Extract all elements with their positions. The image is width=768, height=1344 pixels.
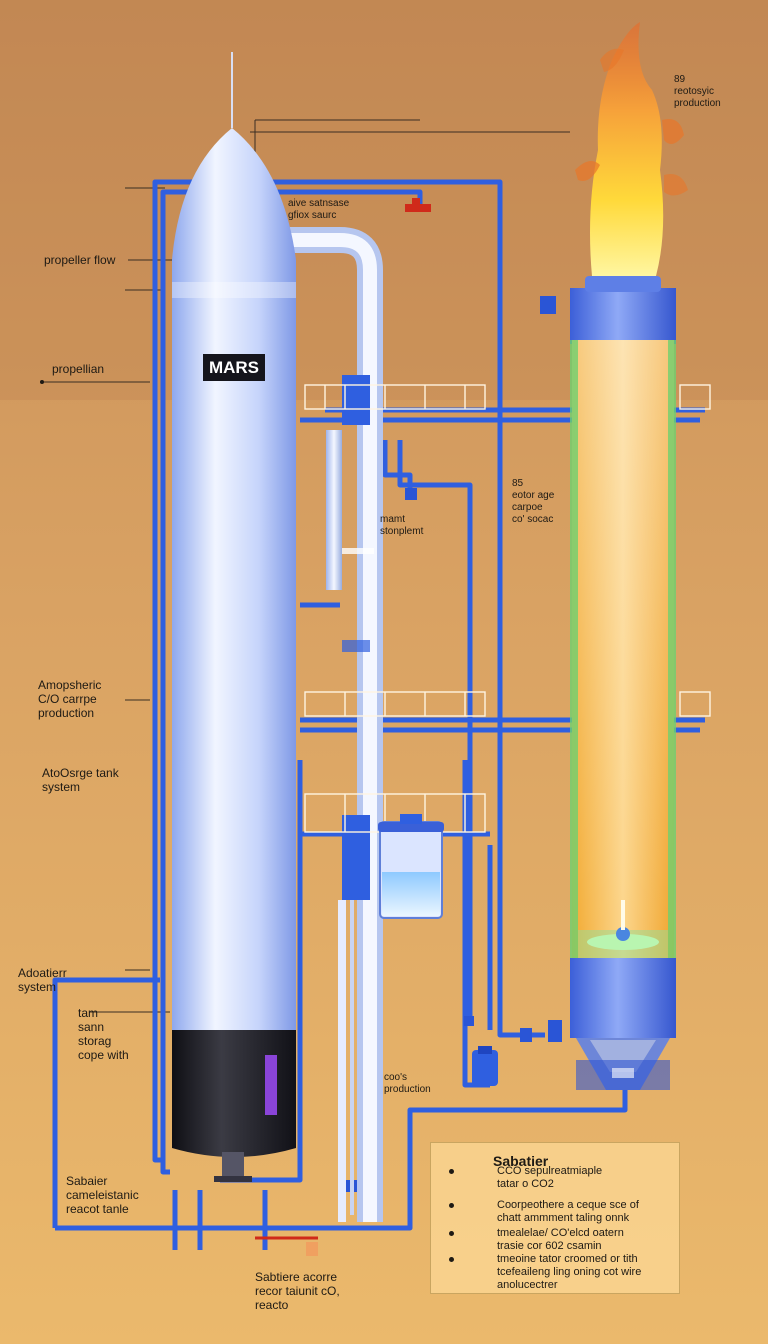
label-atmospheric: Amopsheric C/O carrpe production: [38, 678, 102, 720]
label-co-production: coo's production: [384, 1072, 431, 1095]
label-storage-small: tam sann storag cope with: [78, 1006, 129, 1062]
rocket-tank: [172, 52, 296, 1182]
pump: [472, 1046, 498, 1086]
u-pipe: [290, 227, 383, 1222]
label-right-mid: 85 eotor age carpoe co' socac: [512, 478, 555, 525]
condenser-tank: [378, 814, 444, 919]
tank-badge: MARS: [203, 354, 265, 381]
sabatier-reactor: [570, 276, 676, 1090]
label-storage-tank: AtoOsrge tank system: [42, 766, 119, 794]
label-mid: mamt stonplemt: [380, 514, 424, 537]
info-box: Sabatier CCO sepulreatmiaple tatar o CO2…: [430, 1142, 680, 1294]
label-sabatier-bottom: Sabaier cameleistanic reacot tanle: [66, 1174, 139, 1216]
label-adsorber: Adoatierr system: [18, 966, 67, 994]
bullet-dot: [40, 380, 44, 384]
label-propellian: propellian: [52, 362, 105, 376]
flame: [575, 22, 688, 276]
label-top-right: 89 reotosyic production: [674, 74, 721, 109]
red-accents: [255, 198, 431, 1256]
valves: [345, 296, 562, 1192]
label-propeller-flow: propeller flow: [44, 253, 116, 267]
label-reactor-bottom: Sabtiere acorre recor taiunit cO, reacto: [255, 1270, 340, 1312]
info-title: Sabatier: [493, 1153, 549, 1169]
label-top-center: aive satnsase gfiox saurc: [288, 198, 350, 221]
thin-pipe: [326, 430, 342, 590]
